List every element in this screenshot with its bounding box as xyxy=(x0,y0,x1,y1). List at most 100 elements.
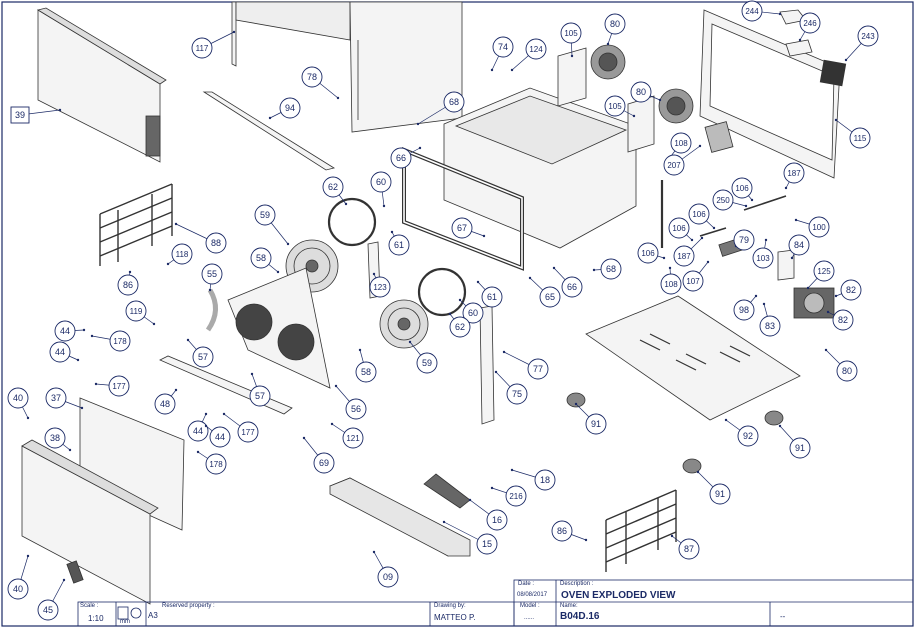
callout-number: 80 xyxy=(636,87,646,97)
callout-15: 15 xyxy=(442,520,498,555)
callout-number: 56 xyxy=(351,404,361,414)
callout-balloon xyxy=(7,387,29,409)
callout-number: 244 xyxy=(745,7,759,16)
callout-number: 87 xyxy=(684,544,694,554)
callout-57: 57 xyxy=(249,372,271,407)
leader-arrow xyxy=(834,294,838,298)
leader-arrow xyxy=(174,388,178,392)
leader-arrow xyxy=(372,272,376,276)
leader-arrow xyxy=(222,412,226,416)
callout-94: 94 xyxy=(268,97,301,120)
callout-number: 44 xyxy=(55,347,65,357)
callout-balloon xyxy=(668,217,690,239)
leader-arrow xyxy=(670,534,674,538)
callout-balloon xyxy=(254,204,276,226)
callout-balloon xyxy=(637,242,659,264)
callout-balloon xyxy=(322,176,344,198)
callout-number: 115 xyxy=(854,134,867,143)
door-gasket-inner xyxy=(403,148,523,270)
callout-number: 121 xyxy=(346,434,360,443)
leader-arrow xyxy=(232,30,236,34)
callout-balloon xyxy=(752,247,774,269)
callout-58: 58 xyxy=(250,247,280,274)
leader-arrow xyxy=(196,450,200,454)
leader-arrow xyxy=(476,280,480,284)
leader-arrow xyxy=(302,436,306,440)
callout-80: 80 xyxy=(630,81,662,103)
callout-balloon xyxy=(191,37,213,59)
callout-40: 40 xyxy=(7,387,30,420)
callout-balloon xyxy=(663,154,685,176)
callout-balloon xyxy=(355,361,377,383)
callout-number: 45 xyxy=(43,605,53,615)
leader-arrow xyxy=(390,230,394,234)
callout-number: 118 xyxy=(176,250,189,259)
scale-label: Scale : xyxy=(80,603,99,609)
callout-44: 44 xyxy=(49,341,80,363)
callout-balloon xyxy=(682,270,704,292)
leader-arrow xyxy=(658,98,662,102)
callout-balloon xyxy=(201,263,223,285)
callout-number: 48 xyxy=(160,399,170,409)
callout-number: 44 xyxy=(60,326,70,336)
callout-balloon xyxy=(673,245,695,267)
callout-74: 74 xyxy=(490,36,514,72)
leader-arrow xyxy=(696,470,700,474)
callout-number: 60 xyxy=(468,308,478,318)
leader-arrow xyxy=(442,520,446,524)
leader-arrow xyxy=(208,288,212,292)
tray-rack-87 xyxy=(605,489,677,572)
callout-number: 82 xyxy=(838,315,848,325)
callout-91: 91 xyxy=(696,470,731,505)
rear-frame-post xyxy=(231,1,237,67)
callout-92: 92 xyxy=(724,418,759,447)
callout-243: 243 xyxy=(844,25,879,62)
rod-106-c xyxy=(699,227,727,237)
callout-62: 62 xyxy=(448,312,471,338)
leader-arrow xyxy=(744,204,748,208)
inner-glass-panel xyxy=(79,397,185,531)
callout-number: 75 xyxy=(512,389,522,399)
callout-number: 107 xyxy=(686,277,700,286)
callout-244: 244 xyxy=(741,0,782,22)
leader-arrow xyxy=(344,202,348,206)
callout-58: 58 xyxy=(355,348,377,383)
callout-60: 60 xyxy=(370,171,392,208)
callout-number: 74 xyxy=(498,42,508,52)
callout-106: 106 xyxy=(688,203,716,230)
drain-tube xyxy=(205,288,218,332)
callout-number: 40 xyxy=(13,584,23,594)
description-value: OVEN EXPLODED VIEW xyxy=(561,590,676,601)
leader-arrow xyxy=(844,58,848,62)
leader-arrow xyxy=(448,312,452,316)
callout-121: 121 xyxy=(330,422,364,449)
callout-balloon xyxy=(388,234,410,256)
callout-balloon xyxy=(799,12,821,34)
callout-balloon xyxy=(492,36,514,58)
leader-arrow xyxy=(712,226,716,230)
callout-balloon xyxy=(741,0,763,22)
leader-arrow xyxy=(824,348,828,352)
heating-element-lower xyxy=(417,267,467,317)
callout-108: 108 xyxy=(660,266,682,295)
callout-77: 77 xyxy=(502,350,549,380)
leader-arrow xyxy=(408,340,412,344)
callout-balloon xyxy=(462,302,484,324)
leader-arrow xyxy=(80,406,84,410)
leader-arrow xyxy=(764,238,768,242)
foot-3 xyxy=(682,458,702,474)
callout-balloon xyxy=(45,387,67,409)
callout-number: 55 xyxy=(207,269,217,279)
callout-107: 107 xyxy=(682,260,710,292)
drawn-by-value: MATTEO P. xyxy=(434,613,476,622)
callout-39: 39 xyxy=(10,106,62,124)
callout-75: 75 xyxy=(494,370,528,405)
callout-number: 98 xyxy=(739,305,749,315)
callout-balloon xyxy=(390,147,412,169)
leader-arrow xyxy=(798,38,802,42)
callout-number: 57 xyxy=(198,352,208,362)
callout-number: 86 xyxy=(123,280,133,290)
callout-balloon xyxy=(733,299,755,321)
callout-number: 246 xyxy=(803,19,817,28)
